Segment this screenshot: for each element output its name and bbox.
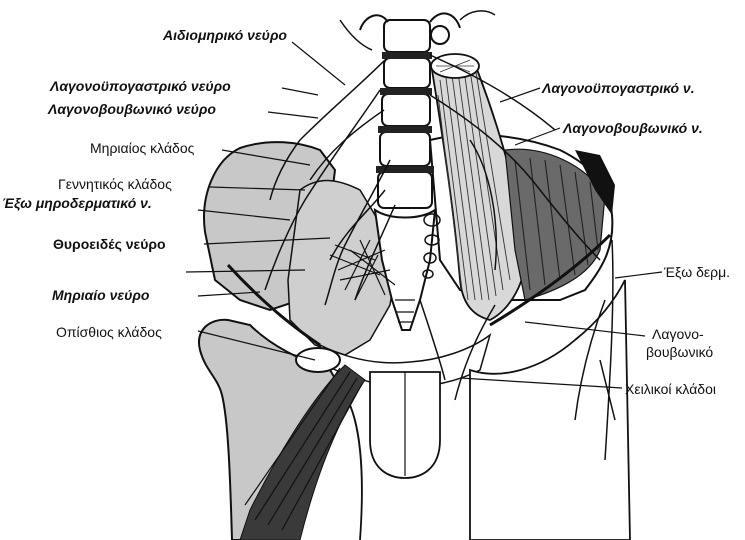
label-exo-miroderm: Έξω μηροδερματικό ν.	[2, 195, 152, 211]
label-miriaio-neyro: Μηριαίο νεύρο	[52, 287, 149, 303]
label-lagono-ypogastriko-right: Λαγονοϋπογαστρικό ν.	[542, 80, 695, 96]
label-thyroeides: Θυροειδές νεύρο	[53, 236, 166, 252]
pelvic-basin	[288, 181, 392, 355]
label-lagono-vouvoniko-right: Λαγονοβουβωνικό ν.	[563, 120, 703, 136]
label-lagono-vouvoniko-2: βουβωνικό	[646, 344, 713, 360]
label-gennitikos-klados: Γεννητικός κλάδος	[58, 176, 172, 192]
label-lagono-vouvoniko-left: Λαγονοβουβωνικό νεύρο	[48, 101, 216, 117]
label-cheilikoi-kladoi: Χειλικοί κλάδοι	[625, 381, 716, 397]
label-lagono-vouvoniko-1: Λαγονο-	[652, 326, 704, 342]
label-miriaios-klados: Μηριαίος κλάδος	[90, 140, 194, 156]
label-opisthios-klados: Οπίσθιος κλάδος	[56, 324, 162, 340]
right-thigh	[470, 280, 630, 540]
label-lagono-ypogastriko-left: Λαγονοϋπογαστρικό νεύρο	[50, 78, 231, 94]
label-exo-derm: Έξω δερμ.	[664, 264, 730, 280]
label-aidiomiriko: Αιδιομηρικό νεύρο	[163, 27, 287, 43]
